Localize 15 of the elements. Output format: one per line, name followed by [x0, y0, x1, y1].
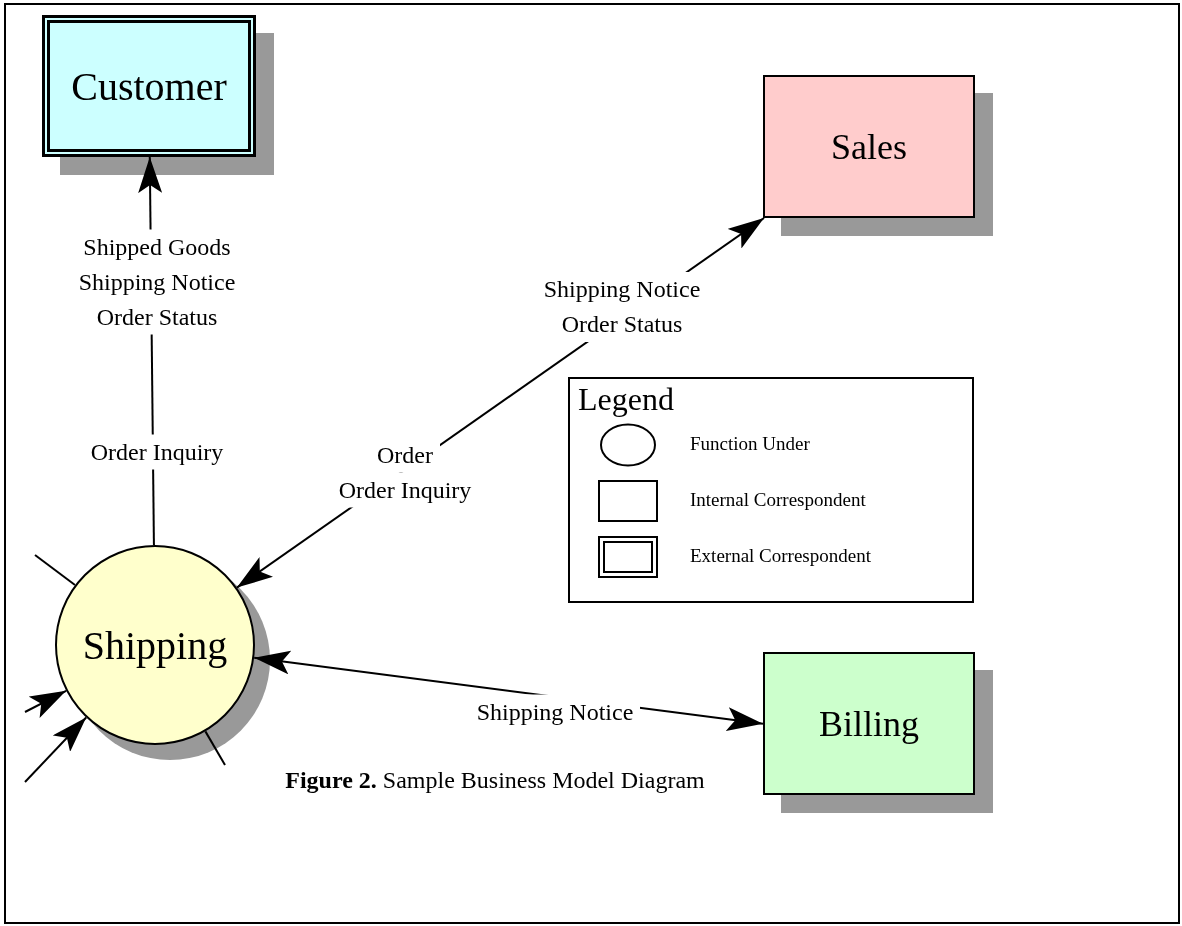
arrow	[24, 716, 88, 783]
node-label: Sales	[831, 125, 907, 168]
figure-caption: Figure 2. Sample Business Model Diagram	[285, 766, 705, 794]
legend-text: Function Under	[690, 432, 810, 456]
node-label: Billing	[819, 702, 919, 745]
connector-line	[34, 554, 76, 586]
legend-text: External Correspondent	[690, 544, 871, 568]
internal-correspondent-box	[763, 75, 975, 218]
arrow	[24, 689, 68, 718]
internal-correspondent-box	[763, 652, 975, 795]
node-label: Shipping	[82, 621, 228, 669]
connector-line	[204, 730, 226, 766]
legend-text: Internal Correspondent	[690, 488, 866, 512]
external-correspondent-box	[42, 15, 256, 157]
node-label: Customer	[71, 62, 227, 110]
